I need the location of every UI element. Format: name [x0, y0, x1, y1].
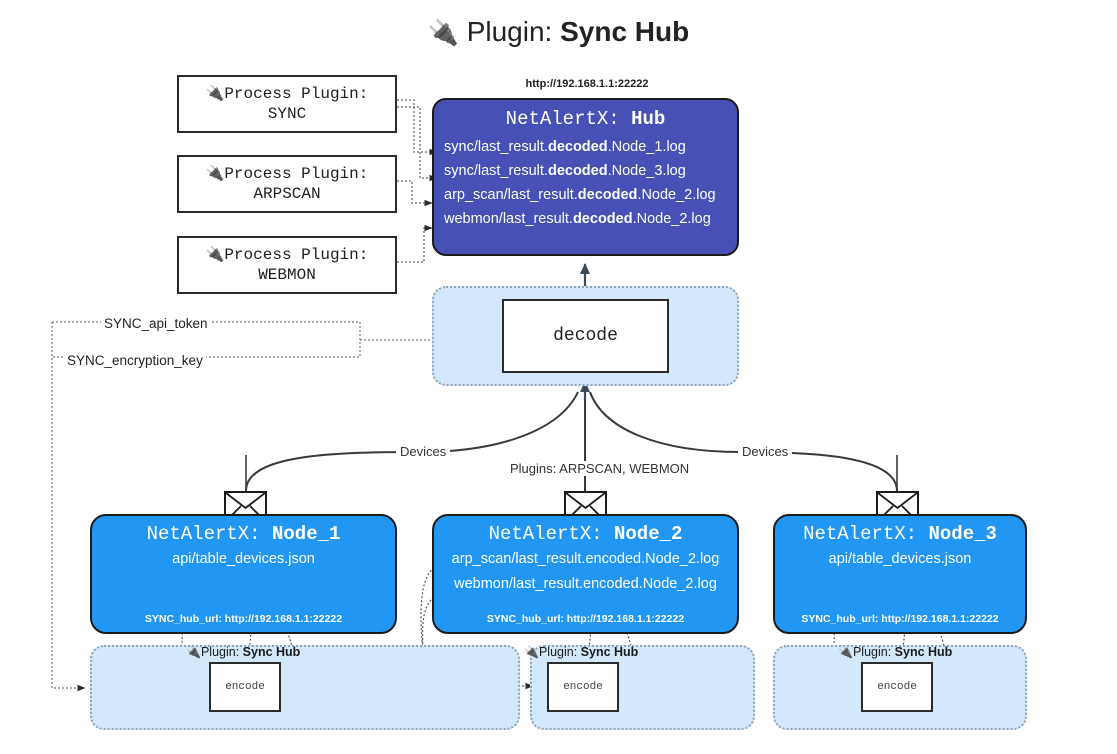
hub-log-line: sync/last_result.decoded.Node_3.log — [444, 162, 686, 179]
node-log-line: api/table_devices.json — [172, 551, 315, 567]
process-plugin-box-webmon[interactable]: 🔌Process Plugin: WEBMON — [177, 236, 397, 294]
hub-log-line: sync/last_result.decoded.Node_1.log — [444, 139, 686, 155]
decode-box[interactable]: decode — [502, 299, 669, 373]
edge-label-plugins: Plugins: ARPSCAN, WEBMON — [506, 461, 694, 476]
node-title: NetAlertX: Node_3 — [803, 523, 997, 545]
node-log-line: webmon/last_result.encoded.Node_2.log — [454, 576, 717, 593]
electric-plug-icon: 🔌 — [186, 645, 201, 659]
edge-label-devices-left: Devices — [396, 444, 451, 459]
process-plugin-name: ARPSCAN — [253, 185, 321, 203]
hub-log-line: arp_scan/last_result.decoded.Node_2.log — [444, 186, 716, 203]
process-plugin-box-arpscan[interactable]: 🔌Process Plugin: ARPSCAN — [177, 155, 397, 213]
process-plugin-line1: 🔌Process Plugin: — [205, 84, 369, 103]
plugin-strip-label-1: 🔌Plugin: Sync Hub — [186, 645, 301, 659]
plugin-strip-node-1 — [90, 645, 520, 730]
hub-title: NetAlertX: Hub — [505, 108, 666, 130]
encode-box-node-3[interactable]: encode — [861, 662, 933, 712]
process-plugin-line1: 🔌Process Plugin: — [205, 245, 369, 264]
process-plugin-name: WEBMON — [258, 266, 316, 284]
electric-plug-icon: 🔌 — [205, 164, 225, 182]
node-log-line: arp_scan/last_result.encoded.Node_2.log — [451, 551, 720, 567]
hub-log-line: webmon/last_result.decoded.Node_2.log — [444, 210, 711, 227]
electric-plug-icon: 🔌 — [838, 645, 853, 659]
node-box-node-1[interactable]: NetAlertX: Node_1 api/table_devices.json… — [90, 514, 397, 634]
electric-plug-icon: 🔌 — [427, 19, 459, 47]
encode-box-node-1[interactable]: encode — [209, 662, 281, 712]
plugin-strip-label-3: 🔌Plugin: Sync Hub — [838, 645, 953, 659]
plugin-strip-label-2: 🔌Plugin: Sync Hub — [524, 645, 639, 659]
electric-plug-icon: 🔌 — [524, 645, 539, 659]
process-plugin-line1: 🔌Process Plugin: — [205, 164, 369, 183]
page-title: 🔌 Plugin: Sync Hub — [0, 16, 1117, 48]
edge-label-devices-right: Devices — [738, 444, 793, 459]
page-title-prefix: Plugin: — [466, 16, 553, 47]
sync-encryption-key-label: SYNC_encryption_key — [64, 353, 206, 368]
node-hub-url-label: SYNC_hub_url: http://192.168.1.1:22222 — [486, 613, 685, 625]
node-box-node-3[interactable]: NetAlertX: Node_3 api/table_devices.json… — [773, 514, 1027, 634]
node-title: NetAlertX: Node_2 — [488, 523, 683, 545]
node-box-node-2[interactable]: NetAlertX: Node_2 arp_scan/last_result.e… — [432, 514, 739, 634]
node-log-line: api/table_devices.json — [828, 551, 972, 567]
hub-url-label: http://192.168.1.1:22222 — [525, 78, 649, 90]
sync-api-token-label: SYNC_api_token — [101, 316, 211, 331]
node-title: NetAlertX: Node_1 — [146, 523, 341, 545]
electric-plug-icon: 🔌 — [205, 84, 225, 102]
process-plugin-name: SYNC — [267, 105, 307, 123]
hub-node-box[interactable]: NetAlertX: Hub sync/last_result.decoded.… — [432, 98, 739, 256]
process-plugin-box-sync[interactable]: 🔌Process Plugin: SYNC — [177, 75, 397, 133]
node-hub-url-label: SYNC_hub_url: http://192.168.1.1:22222 — [801, 613, 999, 625]
page-title-name: Sync Hub — [560, 16, 690, 47]
encode-box-node-2[interactable]: encode — [547, 662, 619, 712]
node-hub-url-label: SYNC_hub_url: http://192.168.1.1:22222 — [144, 613, 343, 625]
electric-plug-icon: 🔌 — [205, 245, 225, 263]
